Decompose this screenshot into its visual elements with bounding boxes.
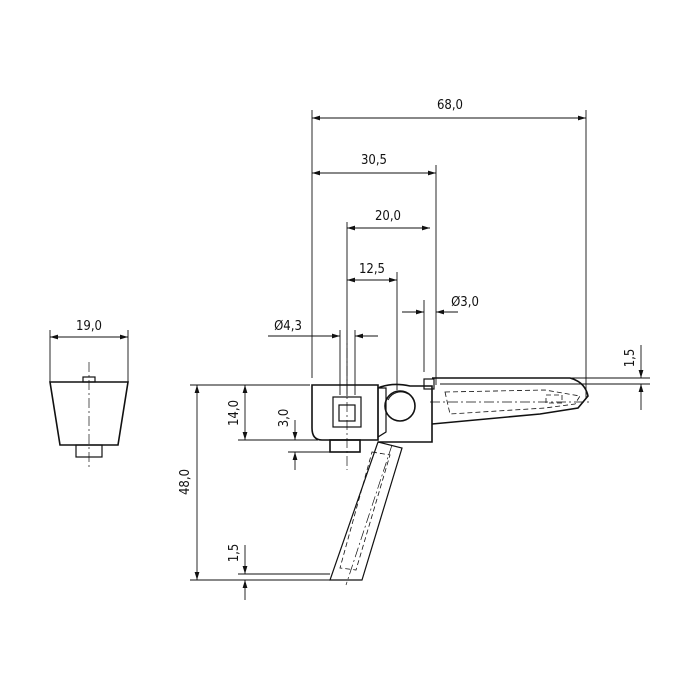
lever-hidden-edge: [444, 389, 581, 415]
dimension-label-dia4-3: Ø4,3: [274, 319, 302, 334]
side-view: 19,0: [49, 319, 129, 470]
ball-highlight: [387, 391, 409, 401]
lever-arm: [431, 377, 589, 425]
dimension-label-3: 3,0: [277, 409, 292, 428]
dimension-label-68: 68,0: [437, 98, 463, 113]
dimension-label-1-5-left: 1,5: [227, 544, 242, 563]
dimension-label-30-5: 30,5: [361, 153, 387, 168]
dimension-label-1-5-right: 1,5: [623, 349, 638, 368]
insert-shank: [329, 439, 361, 453]
pivot-housing: [377, 383, 433, 443]
lever-swung-center-line: [345, 444, 393, 586]
dimension-label-14: 14,0: [227, 400, 242, 426]
pivot-wall: [377, 387, 387, 439]
lever-swung-hidden: [339, 451, 391, 571]
dimension-label-19: 19,0: [76, 319, 102, 334]
pin: [423, 378, 435, 390]
dimension-label-dia3: Ø3,0: [451, 295, 479, 310]
main-view: 68,0 30,5 20,0 12,5 Ø3,0 Ø4,3 48,0: [178, 98, 650, 600]
lever-slot: [545, 394, 563, 404]
lever-swung-arm: [329, 441, 403, 581]
hub-section: [311, 384, 379, 441]
dimension-label-48: 48,0: [178, 469, 193, 495]
knob-body: [49, 381, 129, 446]
pivot-ball: [384, 390, 416, 422]
dimension-label-12-5: 12,5: [359, 262, 385, 277]
dimension-label-20: 20,0: [375, 209, 401, 224]
